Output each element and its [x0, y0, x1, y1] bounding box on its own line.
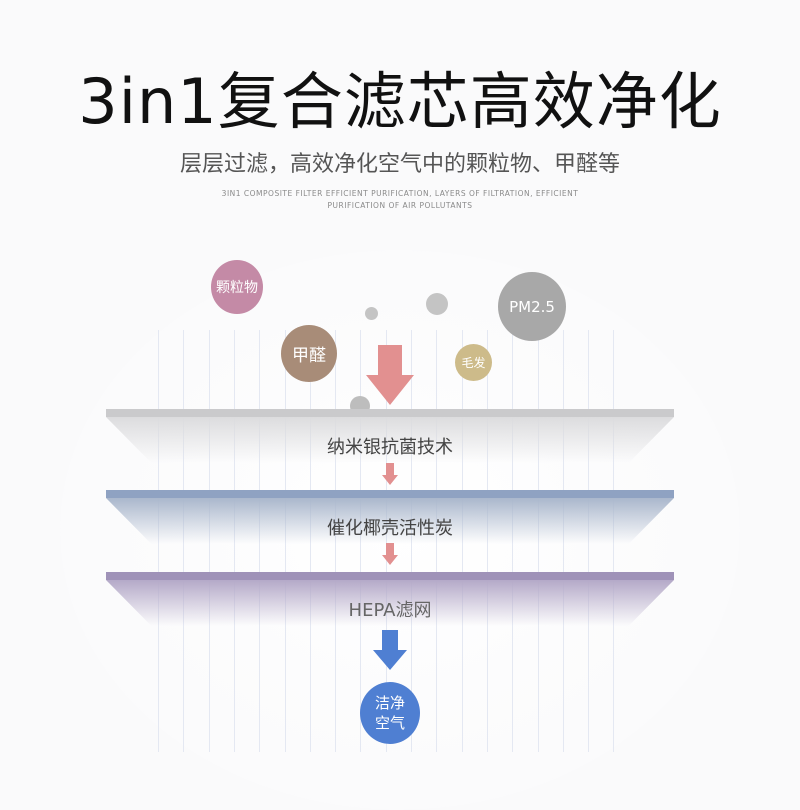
arrow-down-icon	[373, 630, 407, 670]
clean-air-line1: 洁净	[374, 694, 405, 712]
arrow-down-icon	[382, 543, 398, 565]
layer-label: HEPA滤网	[348, 600, 432, 621]
clean-air-line2: 空气	[374, 714, 405, 732]
layer-label: 纳米银抗菌技术	[327, 437, 453, 458]
arrow-down-icon	[366, 345, 414, 405]
particle-dot	[365, 307, 378, 320]
pollutant-particulates: 颗粒物	[211, 260, 263, 314]
pollutant-formaldehyde: 甲醛	[281, 325, 337, 382]
pollutant-pm25: PM2.5	[498, 272, 566, 341]
clean-air-badge: 洁净 空气	[360, 682, 420, 744]
arrow-down-icon	[382, 463, 398, 485]
page-title: 3in1复合滤芯高效净化	[78, 65, 722, 138]
pollutant-hair: 毛发	[455, 344, 492, 381]
layer-label: 催化椰壳活性炭	[327, 518, 453, 539]
particle-dot	[426, 293, 448, 315]
english-caption-line2: PURIFICATION OF AIR POLLUTANTS	[327, 201, 473, 210]
english-caption-line1: 3IN1 COMPOSITE FILTER EFFICIENT PURIFICA…	[221, 189, 579, 198]
page-subtitle: 层层过滤，高效净化空气中的颗粒物、甲醛等	[179, 152, 620, 177]
